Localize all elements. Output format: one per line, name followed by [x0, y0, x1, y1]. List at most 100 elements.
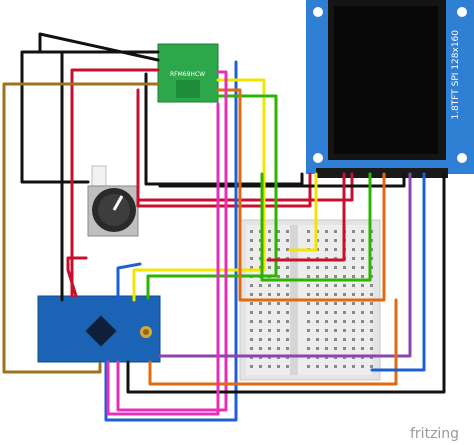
wire-black [126, 172, 446, 394]
breadboard-hole [334, 284, 337, 287]
breadboard-hole [361, 284, 364, 287]
breadboard-hole [268, 329, 271, 332]
breadboard-hole [325, 311, 328, 314]
breadboard-hole [286, 338, 289, 341]
breadboard-hole [325, 320, 328, 323]
wire-red [266, 172, 346, 262]
breadboard-hole [370, 284, 373, 287]
breadboard-hole [286, 248, 289, 251]
breadboard-hole [307, 365, 310, 368]
breadboard-hole [316, 338, 319, 341]
breadboard-hole [277, 275, 280, 278]
breadboard-hole [259, 293, 262, 296]
wire-brown [2, 82, 160, 374]
breadboard-hole [343, 347, 346, 350]
breadboard-hole [352, 257, 355, 260]
wire-yellow [288, 172, 318, 252]
breadboard-hole [361, 365, 364, 368]
breadboard-hole [277, 311, 280, 314]
breadboard-hole [343, 365, 346, 368]
breadboard-hole [361, 320, 364, 323]
breadboard-hole [343, 275, 346, 278]
breadboard-hole [316, 275, 319, 278]
breadboard-hole [334, 320, 337, 323]
breadboard-hole [316, 311, 319, 314]
breadboard-hole [307, 320, 310, 323]
breadboard-hole [250, 230, 253, 233]
breadboard-hole [370, 293, 373, 296]
breadboard-hole [286, 302, 289, 305]
breadboard-hole [268, 302, 271, 305]
radio-label: RFM69HCW [170, 71, 205, 78]
breadboard-hole [361, 347, 364, 350]
breadboard-hole [325, 248, 328, 251]
breadboard-hole [334, 365, 337, 368]
breadboard-hole [361, 230, 364, 233]
tft-display: 1.8TFT SPI 128x160 [306, 0, 474, 178]
wire-black [144, 72, 304, 186]
breadboard-hole [250, 329, 253, 332]
breadboard-hole [325, 365, 328, 368]
breadboard-hole [277, 365, 280, 368]
breadboard-hole [361, 293, 364, 296]
breadboard-hole [277, 302, 280, 305]
breadboard-hole [286, 347, 289, 350]
wire-yellow [132, 78, 266, 302]
breadboard-hole [352, 293, 355, 296]
breadboard-hole [361, 239, 364, 242]
breadboard-hole [259, 347, 262, 350]
breadboard-hole [352, 275, 355, 278]
breadboard-hole [325, 266, 328, 269]
breadboard-hole [343, 302, 346, 305]
breadboard-hole [307, 230, 310, 233]
breadboard-hole [325, 338, 328, 341]
breadboard-hole [352, 311, 355, 314]
breadboard-hole [370, 311, 373, 314]
breadboard-hole [325, 347, 328, 350]
breadboard-hole [334, 230, 337, 233]
breadboard-hole [370, 320, 373, 323]
breadboard-hole [277, 320, 280, 323]
breadboard-hole [352, 248, 355, 251]
breadboard-hole [370, 329, 373, 332]
breadboard-hole [268, 365, 271, 368]
breadboard-hole [307, 302, 310, 305]
breadboard-hole [343, 284, 346, 287]
breadboard-hole [334, 293, 337, 296]
breadboard-hole [343, 266, 346, 269]
breadboard-hole [334, 275, 337, 278]
breadboard-hole [352, 338, 355, 341]
breadboard-hole [352, 365, 355, 368]
breadboard-hole [277, 248, 280, 251]
breadboard-hole [334, 248, 337, 251]
breadboard-hole [286, 284, 289, 287]
breadboard-hole [250, 302, 253, 305]
fritzing-watermark: fritzing [410, 426, 459, 442]
breadboard-hole [352, 302, 355, 305]
breadboard-hole [250, 338, 253, 341]
breadboard-hole [307, 329, 310, 332]
breadboard-hole [352, 329, 355, 332]
wire-blue [116, 262, 142, 302]
breadboard-hole [268, 320, 271, 323]
breadboard-hole [250, 311, 253, 314]
tft-label: 1.8TFT SPI 128x160 [451, 30, 461, 120]
breadboard-hole [250, 266, 253, 269]
breadboard-hole [286, 239, 289, 242]
wire-red [70, 68, 160, 298]
wire-orange [216, 88, 386, 302]
breadboard-hole [268, 347, 271, 350]
breadboard-hole [361, 302, 364, 305]
wire-purple [158, 172, 412, 358]
breadboard-hole [370, 347, 373, 350]
wire-blue [370, 172, 426, 372]
breadboard-hole [370, 338, 373, 341]
rfm69-radio-module: RFM69HCW [157, 43, 219, 103]
breadboard-hole [268, 239, 271, 242]
breadboard-hole [370, 302, 373, 305]
breadboard-hole [361, 266, 364, 269]
breadboard-hole [352, 284, 355, 287]
breadboard-hole [268, 338, 271, 341]
breadboard-hole [277, 239, 280, 242]
breadboard-hole [250, 239, 253, 242]
